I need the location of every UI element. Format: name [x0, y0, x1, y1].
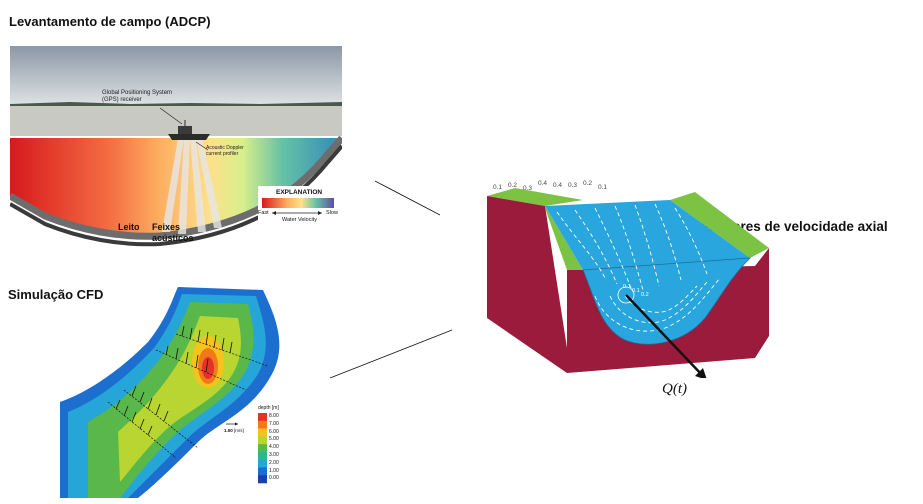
depth-legend-tick: 4.00 — [269, 444, 279, 451]
right-bank-top — [670, 192, 769, 258]
gps-label-1: Global Positioning System — [102, 90, 173, 96]
cfd-title: Simulação CFD — [8, 287, 104, 302]
isovalue-number: 0.3 — [568, 182, 578, 189]
depth-legend-swatch — [258, 475, 267, 484]
depth-legend-tick: 7.00 — [269, 420, 279, 427]
depth-legend-tick: 5.00 — [269, 436, 279, 443]
adcp-title: Levantamento de campo (ADCP) — [9, 14, 211, 29]
depth-legend-swatch — [258, 413, 267, 422]
beams-label-1: Feixes — [152, 222, 181, 232]
depth-legend — [258, 413, 267, 484]
connector-cfd — [329, 329, 453, 379]
profiler-label-1: Acoustic Doppler — [206, 145, 244, 151]
depth-legend-swatch — [258, 451, 267, 460]
depth-legend-title: depth [m] — [258, 405, 279, 411]
depth-legend-tick: 0.00 — [269, 475, 279, 482]
inner-isovalue-number: 0.1 — [623, 284, 631, 290]
inner-isovalue-number: 0.1 — [632, 288, 640, 294]
depth-legend-tick: 1.00 — [269, 467, 279, 474]
depth-legend-tick: 6.00 — [269, 428, 279, 435]
profiler-label-2: current profiler — [206, 151, 239, 157]
cfd-svg — [60, 287, 280, 498]
flow-label: Q(t) — [662, 381, 687, 397]
depth-legend-swatch — [258, 444, 267, 453]
isovalue-number: 0.2 — [583, 180, 593, 187]
sky — [10, 46, 342, 106]
adcp-svg — [10, 46, 342, 247]
isovalue-number: 0.4 — [553, 182, 563, 189]
isovalue-number: 0.1 — [493, 184, 503, 191]
gps-label-2: (GPS) receiver — [102, 97, 142, 103]
adcp-figure: Global Positioning System (GPS) receiver… — [10, 46, 342, 260]
depth-legend-swatch — [258, 467, 267, 476]
left-bank-top — [487, 188, 583, 206]
flow-arrow — [625, 294, 704, 377]
boat — [168, 120, 210, 140]
isovalue-number: 0.3 — [523, 185, 533, 192]
slow-label: Slow — [326, 210, 338, 216]
explanation-colorbar — [262, 198, 334, 208]
velocity-label: Water Velocity — [282, 217, 317, 223]
depth-legend-swatch — [258, 436, 267, 445]
depth-legend-swatch — [258, 420, 267, 429]
fast-label: Fast — [258, 210, 269, 216]
explanation-title: EXPLANATION — [276, 189, 323, 196]
velocity-vectors — [107, 333, 269, 459]
beams-label-2: acústicos — [152, 233, 194, 243]
depth-legend-tick: 8.00 — [269, 413, 279, 419]
block-svg — [487, 188, 769, 378]
velocity-core — [617, 286, 635, 304]
depth-legend-swatch — [258, 428, 267, 437]
inner-isovalue-number: 0.2 — [641, 292, 649, 298]
bed-label: Leito — [118, 222, 140, 232]
acoustic-beams — [162, 138, 222, 234]
depth-legend-tick: 3.00 — [269, 452, 279, 458]
riverbed — [10, 135, 342, 240]
depth-legend-tick: 2.00 — [269, 459, 279, 466]
scale-label: 1.00 [m/s] — [224, 428, 244, 433]
isovalue-number: 0.4 — [538, 180, 548, 187]
scale-value: 1.00 — [224, 428, 233, 433]
connector-adcp — [374, 180, 441, 216]
isovalue-number: 0.2 — [508, 182, 518, 189]
soil-left-side — [487, 196, 567, 373]
isovalue-number: 0.1 — [598, 184, 608, 191]
depth-legend-swatch — [258, 459, 267, 468]
isovalue-numbers: 0.1 0.2 0.3 0.4 0.4 0.3 0.2 0.1 — [493, 180, 653, 200]
tree-line — [10, 102, 342, 106]
scale-unit: [m/s] — [234, 428, 244, 433]
water-cross-section — [582, 257, 752, 345]
